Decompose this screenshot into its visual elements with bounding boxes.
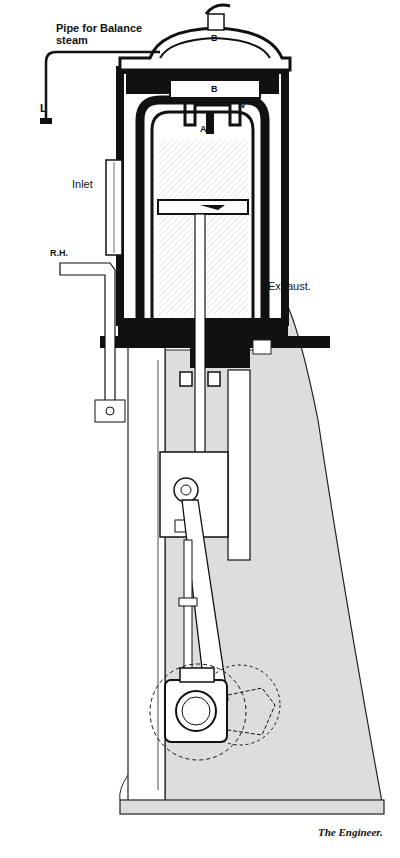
part-label: B [211, 84, 218, 94]
part-label: B [211, 33, 218, 43]
part-label: V [240, 100, 246, 110]
part-label: Exhaust. [268, 280, 311, 292]
part-label: Pipe for Balance steam [56, 22, 156, 46]
part-label: L [40, 102, 47, 114]
part-label: Inlet [72, 178, 93, 190]
part-label: R.H. [50, 248, 68, 258]
part-label: A [200, 124, 207, 134]
credit-mark: The Engineer. [318, 826, 383, 838]
